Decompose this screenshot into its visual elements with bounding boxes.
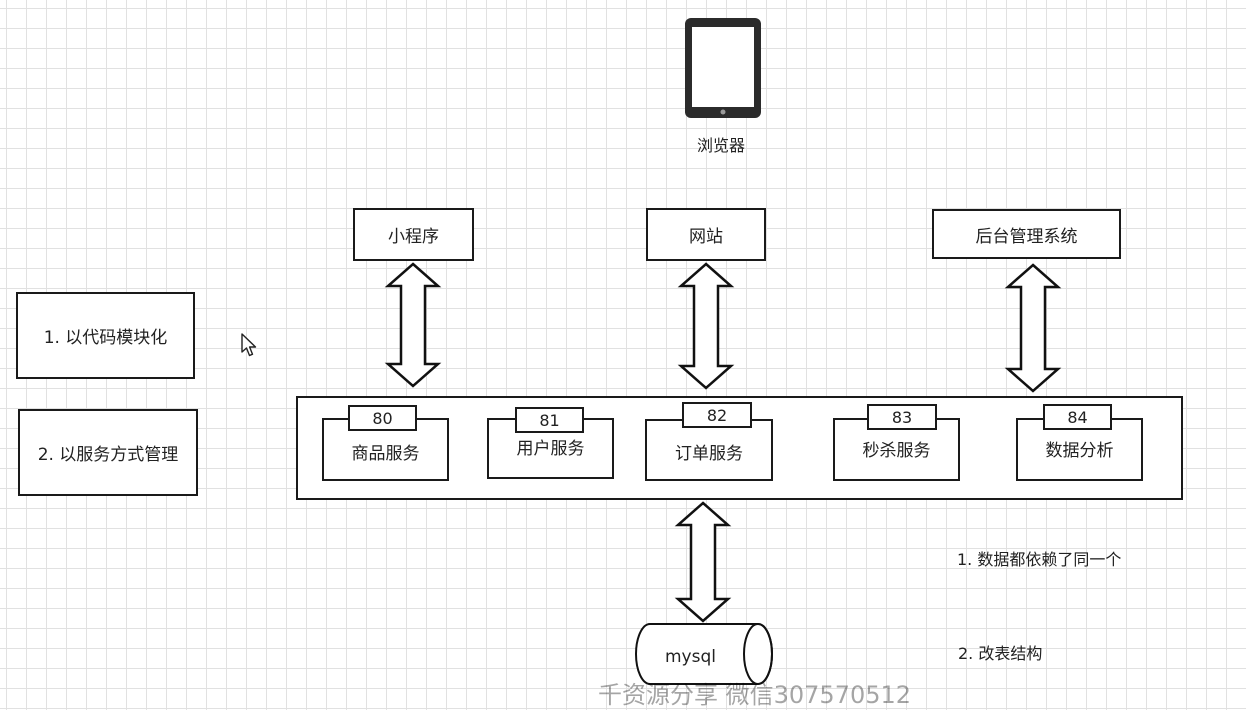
admin-double-arrow bbox=[1004, 263, 1062, 393]
service-box-goods: 商品服务 bbox=[322, 418, 449, 481]
service-port: 83 bbox=[867, 404, 937, 430]
database-label: mysql bbox=[665, 647, 716, 667]
service-name: 秒杀服务 bbox=[862, 441, 931, 461]
website-label: 网站 bbox=[689, 227, 723, 247]
service-port: 84 bbox=[1043, 404, 1112, 430]
browser-label: 浏览器 bbox=[697, 136, 746, 155]
database-double-arrow bbox=[674, 501, 732, 623]
tablet-icon bbox=[685, 18, 761, 118]
database-cylinder bbox=[635, 623, 773, 685]
mouse-cursor-icon bbox=[241, 333, 257, 357]
miniprogram-label: 小程序 bbox=[388, 227, 439, 247]
website-double-arrow bbox=[677, 262, 735, 390]
service-manage-note: 2. 以服务方式管理 bbox=[37, 445, 179, 465]
admin-system-box: 后台管理系统 bbox=[932, 209, 1121, 259]
service-name: 数据分析 bbox=[1045, 441, 1114, 461]
service-port: 80 bbox=[348, 405, 417, 431]
service-name: 订单服务 bbox=[675, 443, 743, 464]
service-box-order: 订单服务 bbox=[645, 419, 773, 481]
data-dependency-note: 1. 数据都依赖了同一个 bbox=[957, 550, 1122, 569]
service-name: 用户服务 bbox=[516, 439, 585, 459]
modularize-note: 1. 以代码模块化 bbox=[43, 328, 168, 348]
service-port: 82 bbox=[682, 402, 752, 428]
service-manage-note-box: 2. 以服务方式管理 bbox=[18, 409, 198, 496]
service-port: 81 bbox=[515, 407, 584, 433]
miniprogram-box: 小程序 bbox=[353, 208, 474, 261]
admin-system-label: 后台管理系统 bbox=[975, 226, 1078, 247]
modularize-note-box: 1. 以代码模块化 bbox=[16, 292, 195, 379]
service-box-seckill: 秒杀服务 bbox=[833, 418, 960, 481]
website-box: 网站 bbox=[646, 208, 766, 261]
service-name: 商品服务 bbox=[351, 444, 420, 464]
miniprogram-double-arrow bbox=[384, 262, 442, 388]
change-table-note: 2. 改表结构 bbox=[958, 644, 1043, 663]
